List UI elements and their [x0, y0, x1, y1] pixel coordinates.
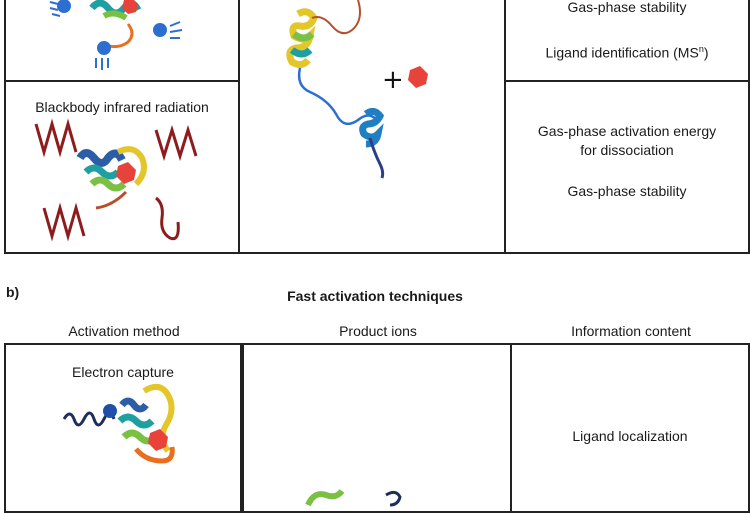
electron-wave-icon	[62, 411, 116, 427]
top-info-box-2: Gas-phase activation energy for dissocia…	[504, 80, 750, 254]
fragment-icon	[305, 489, 345, 507]
info-gas-phase-stability: Gas-phase stability	[567, 0, 687, 15]
panel-label-b: b)	[6, 284, 20, 300]
gas-atom-icon	[49, 0, 71, 17]
blackbody-illustration	[34, 118, 198, 242]
section-title: Fast activation techniques	[287, 288, 463, 304]
info-ligand-identification-sup: n	[698, 44, 704, 54]
collision-gas-illustration	[49, 0, 183, 70]
electron-capture-illustration	[62, 383, 175, 464]
ir-wave-icon	[154, 124, 198, 162]
protein-ligand-complex-icon	[89, 0, 142, 49]
info-activation-energy-line1: Gas-phase activation energy	[537, 123, 717, 139]
info-gas-phase-stability-2: Gas-phase stability	[567, 183, 687, 199]
method-label-blackbody: Blackbody infrared radiation	[35, 99, 209, 115]
method-label-electron-capture: Electron capture	[72, 364, 174, 380]
column-header-activation-method: Activation method	[68, 323, 180, 339]
column-header-product-ions: Product ions	[339, 323, 417, 339]
dissociated-protein-illustration: +	[286, 0, 428, 179]
top-info-box-1: Gas-phase stability Ligand identificatio…	[504, 0, 750, 82]
bottom-product-box	[242, 343, 512, 513]
ir-wave-icon	[155, 196, 180, 241]
bottom-info-box: Ligand localization	[510, 343, 750, 513]
electron-icon	[103, 404, 117, 418]
column-header-information-content: Information content	[571, 323, 691, 339]
product-ions-illustration	[305, 489, 402, 507]
info-ligand-identification-text: Ligand identification (MS	[545, 44, 699, 61]
gas-atom-icon	[95, 41, 111, 70]
info-activation-energy-line2: for dissociation	[580, 142, 674, 158]
fragment-icon	[385, 490, 402, 507]
gas-atom-icon	[153, 21, 183, 39]
unfolded-protein-icon	[286, 0, 385, 179]
ir-wave-icon	[34, 118, 78, 158]
plus-sign: +	[382, 65, 404, 95]
bottom-method-box: Electron capture	[4, 343, 242, 513]
ir-wave-icon	[42, 202, 86, 242]
top-method-box-1	[4, 0, 240, 82]
protein-ligand-complex-icon	[117, 383, 175, 464]
info-ligand-identification: Ligand identification (MSn)	[506, 40, 748, 62]
info-ligand-localization: Ligand localization	[572, 428, 688, 444]
protein-ligand-complex-icon	[76, 146, 147, 210]
top-product-box: +	[238, 0, 506, 254]
ligand-icon	[408, 66, 428, 88]
top-method-box-2: Blackbody infrared radiation	[4, 80, 240, 254]
info-ligand-identification-close: )	[703, 44, 709, 61]
